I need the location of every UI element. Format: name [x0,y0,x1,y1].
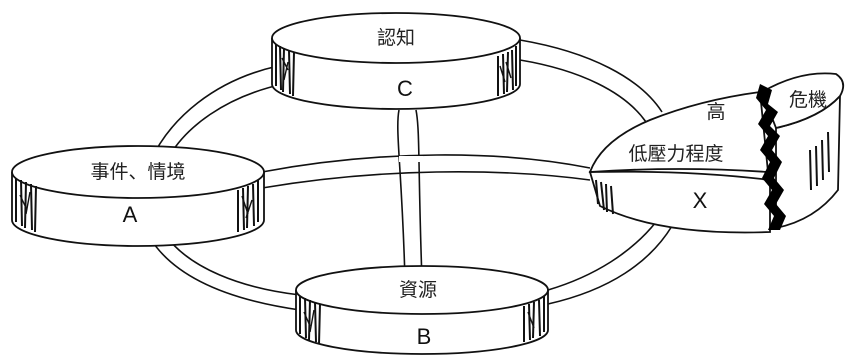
disc-a-label: 事件、情境 [90,161,185,183]
disc-a-bark-texture [15,178,259,233]
disc-b: 資源 B [295,265,549,355]
connector-loops [149,39,673,311]
connector-c-x-inner [519,59,647,123]
disc-x-label-low: 低壓力程度 [628,143,723,165]
connector-c-x-outer [519,39,663,113]
disc-x-crack [756,84,786,230]
disc-b-bark-texture [299,296,545,345]
disc-b-label: 資源 [399,279,437,301]
disc-x-label-crisis: 危機 [789,89,827,111]
disc-x-label-high: 高 [706,101,725,123]
connector-x-b-outer [547,225,673,305]
connector-a-x-top [261,154,591,173]
disc-x-bark-texture [595,131,830,215]
connector-c-b-left [396,109,406,281]
disc-a-letter: A [123,202,138,227]
connector-c-b-right [415,109,423,281]
disc-c-top [271,12,521,64]
crossing-mask [399,156,423,162]
disc-a: 事件、情境 A [11,145,265,247]
disc-x-letter: X [693,188,708,213]
disc-x: 高 低壓力程度 危機 X [588,72,845,234]
disc-b-top [295,265,549,315]
connector-a-b-outer [149,237,301,311]
disc-x-left-side [588,170,771,234]
disc-a-top [11,145,265,199]
disc-c-bark-texture [275,44,517,97]
connector-a-b-inner [165,235,301,296]
connector-a-x-bottom [261,171,591,189]
disc-c-letter: C [397,76,413,101]
disc-x-left-top [588,90,770,173]
disc-b-letter: B [417,324,432,349]
disc-x-right-top [760,72,845,130]
disc-c-label: 認知 [377,27,415,49]
connector-x-b-inner [547,221,657,291]
disc-c: 認知 C [271,12,521,110]
